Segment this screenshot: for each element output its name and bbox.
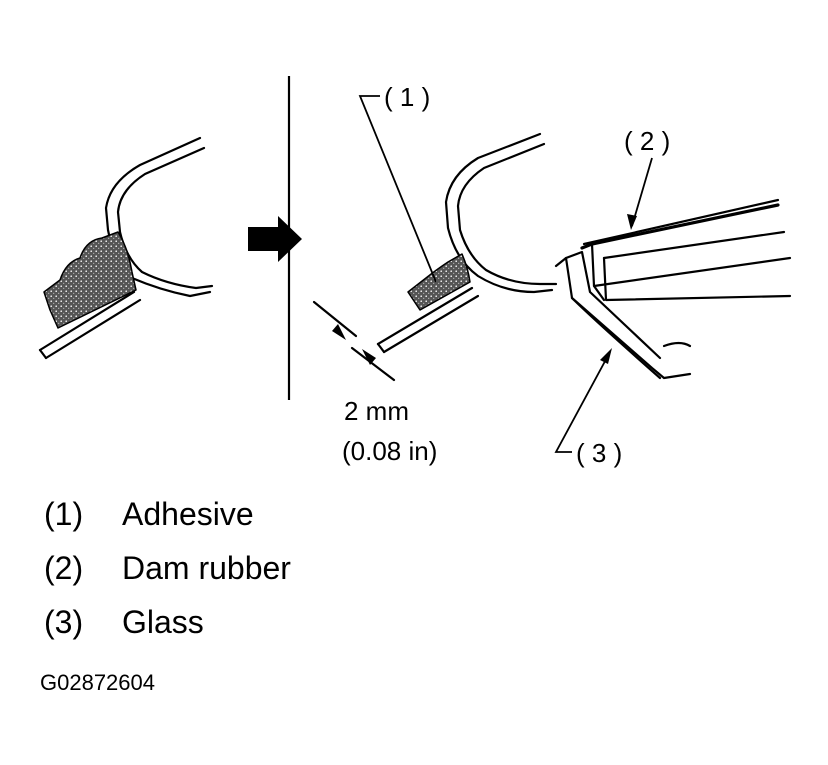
callout-1: ( 1 ) — [384, 82, 430, 112]
leader-2-arrowhead — [627, 214, 637, 230]
leader-3 — [554, 351, 611, 453]
glass-after — [376, 286, 474, 346]
glass-before — [38, 290, 136, 352]
legend-label: Adhesive — [122, 496, 254, 532]
legend-label: Dam rubber — [122, 550, 291, 586]
installation-diagram: ( 1 ) ( 2 ) ( 3 ) 2 mm (0.08 in) — [38, 76, 792, 468]
callout-3: ( 3 ) — [576, 438, 622, 468]
glass-edge — [554, 256, 692, 380]
legend-item-adhesive: (1) Adhesive — [44, 496, 291, 550]
legend-label: Glass — [122, 604, 204, 640]
legend-item-glass: (3) Glass — [44, 604, 291, 658]
figure-id: G02872604 — [40, 670, 155, 695]
before-detail — [38, 136, 214, 360]
leader-1 — [358, 95, 437, 283]
legend-number: (3) — [44, 604, 84, 640]
after-detail — [312, 132, 558, 382]
dimension-arrowhead-bottom — [362, 349, 376, 365]
legend-number: (1) — [44, 496, 84, 532]
right-arrow-icon — [248, 216, 302, 262]
legend-number: (2) — [44, 550, 84, 586]
legend-item-dam-rubber: (2) Dam rubber — [44, 550, 291, 604]
body-panel-after — [444, 132, 554, 294]
callout-2: ( 2 ) — [624, 126, 670, 156]
leader-2 — [631, 157, 653, 227]
dimension-imperial: (0.08 in) — [342, 436, 437, 466]
dam-rubber-side — [590, 242, 792, 288]
adhesive-bead-before — [43, 231, 137, 329]
dimension-line-b — [350, 346, 396, 382]
adhesive-trimmed — [407, 253, 471, 311]
dam-rubber-detail — [554, 198, 792, 380]
dimension-arrowhead-top — [332, 324, 346, 340]
dimension-metric: 2 mm — [344, 396, 409, 426]
legend: (1) Adhesive (2) Dam rubber (3) Glass — [44, 496, 291, 658]
dam-rubber-top — [582, 198, 780, 246]
leader-3-arrowhead — [600, 348, 612, 364]
dimension-line-a — [312, 300, 358, 338]
